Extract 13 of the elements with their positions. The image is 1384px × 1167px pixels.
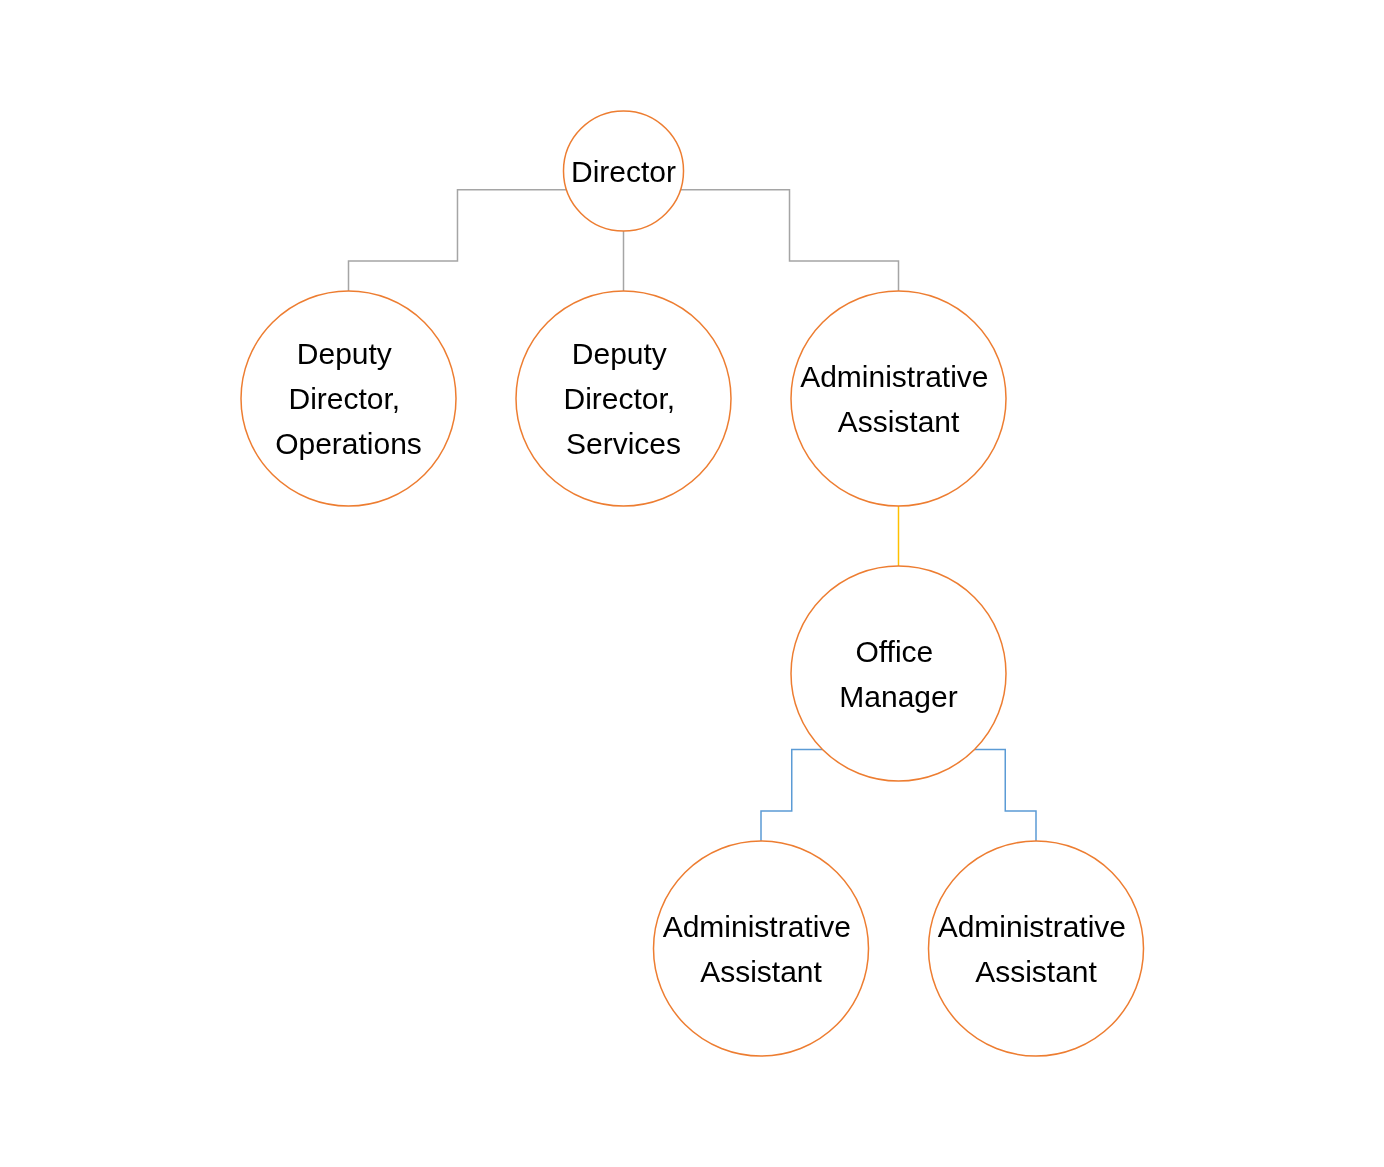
connector	[897, 505, 899, 567]
connector	[973, 748, 1037, 842]
connector	[760, 748, 823, 842]
node-circle: Office Manager	[790, 565, 1007, 782]
node-circle: Administrative Assistant	[927, 840, 1144, 1057]
node-circle: Administrative Assistant	[652, 840, 869, 1057]
node-circle: Deputy Director, Services	[515, 290, 732, 507]
connector	[679, 188, 899, 292]
node-circle: Deputy Director, Operations	[240, 290, 457, 507]
node-circle: Director	[562, 110, 684, 232]
connector	[622, 230, 624, 292]
connector	[347, 188, 567, 292]
node-circle: Administrative Assistant	[790, 290, 1007, 507]
